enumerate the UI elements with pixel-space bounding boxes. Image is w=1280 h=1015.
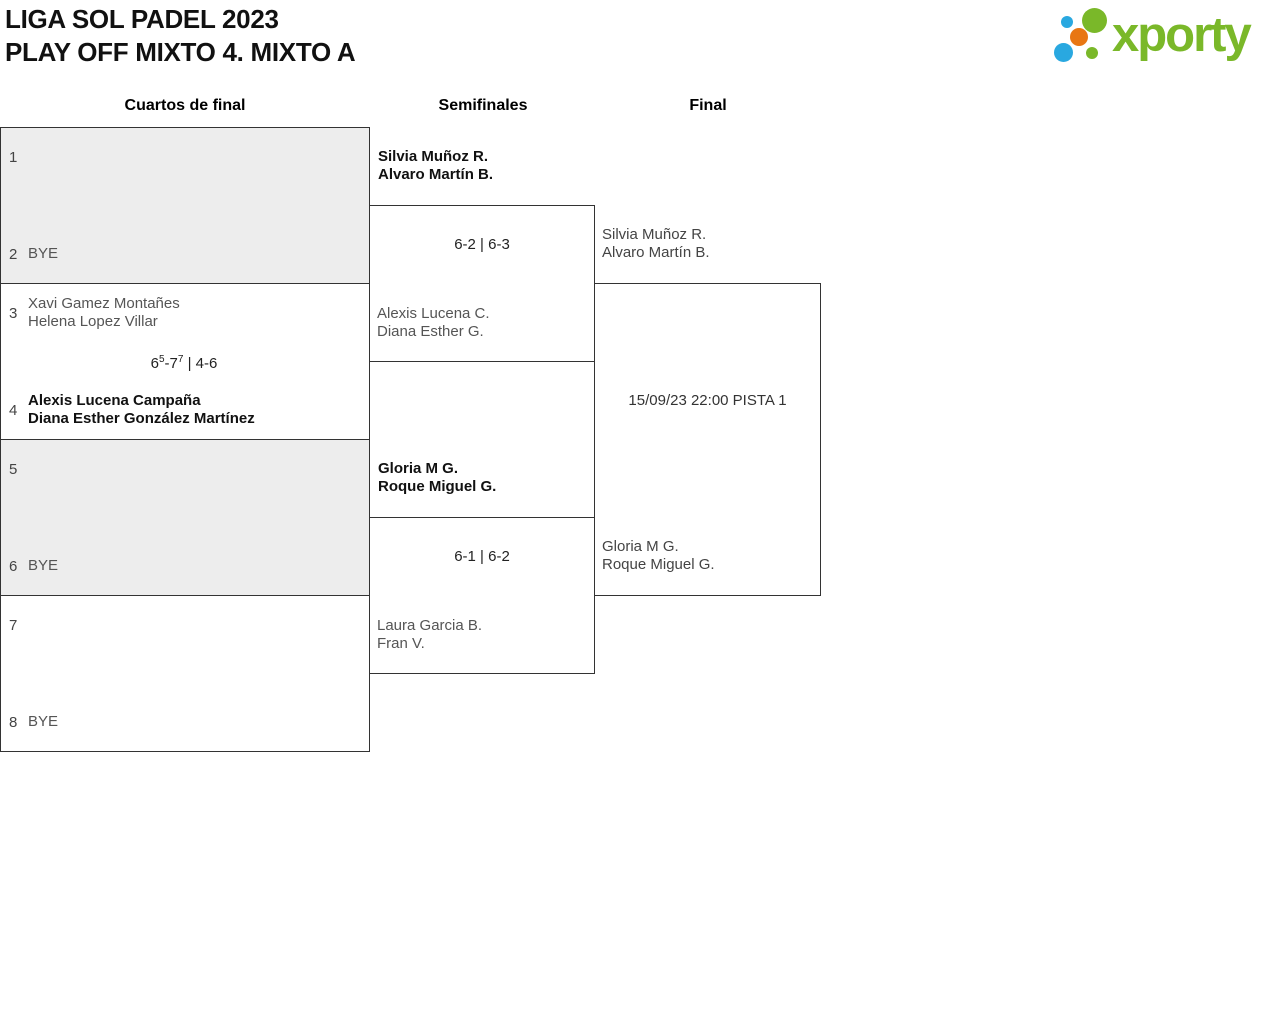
qf-match-4[interactable]: 7 8 BYE [0, 595, 370, 752]
match-score [9, 509, 359, 527]
sf-match-1[interactable]: 6-2 | 6-3 Alexis Lucena C. Diana Esther … [369, 205, 595, 362]
team-slot-bottom: 4 Alexis Lucena Campaña Diana Esther Gon… [9, 392, 359, 428]
match-score: 65-77 | 4-6 [150, 353, 218, 372]
logo-dot-blue-small-icon [1061, 16, 1073, 28]
team-slot-bottom: 8 BYE [9, 704, 359, 740]
match-score [9, 197, 359, 215]
team-slot-top: 3 Xavi Gamez Montañes Helena Lopez Villa… [9, 295, 359, 331]
team-name: Xavi Gamez Montañes Helena Lopez Villar [28, 295, 180, 330]
team-slot-top: 1 [9, 139, 359, 175]
qf-match-3[interactable]: 5 6 BYE [0, 439, 370, 596]
team-name: Laura Garcia B. Fran V. [377, 617, 483, 652]
match-score: 6-1 | 6-2 [454, 548, 510, 565]
seed-number: 7 [9, 616, 18, 634]
team-slot-bottom: 6 BYE [9, 548, 359, 584]
match-score: 6-2 | 6-3 [454, 236, 510, 253]
xporty-logo[interactable]: xporty [1048, 0, 1278, 75]
round-header-final: Final [689, 97, 727, 114]
match-score [9, 665, 359, 683]
qf-match-2[interactable]: 3 Xavi Gamez Montañes Helena Lopez Villa… [0, 283, 370, 440]
logo-wordmark: xporty [1112, 8, 1252, 62]
seed-number: 3 [9, 304, 18, 322]
page-title: LIGA SOL PADEL 2023 PLAY OFF MIXTO 4. MI… [5, 3, 356, 69]
team-name: BYE [28, 245, 59, 262]
logo-dot-orange-icon [1070, 28, 1088, 46]
logo-dot-green-large-icon [1082, 8, 1107, 33]
seed-number: 1 [9, 148, 18, 166]
title-line-1: LIGA SOL PADEL 2023 [5, 4, 279, 34]
sf-match-2[interactable]: 6-1 | 6-2 Laura Garcia B. Fran V. [369, 517, 595, 674]
team-slot-top: 7 [9, 607, 359, 643]
final-team-2: Gloria M G. Roque Miguel G. [602, 538, 715, 573]
logo-dot-green-small-icon [1086, 47, 1098, 59]
team-name: BYE [28, 713, 59, 730]
qf-match-1[interactable]: 1 2 BYE [0, 127, 370, 284]
final-match[interactable]: 15/09/23 22:00 PISTA 1 Gloria M G. Roque… [594, 283, 821, 596]
team-name: BYE [28, 557, 59, 574]
team-name: Alexis Lucena C. Diana Esther G. [377, 305, 490, 340]
team-slot-top: 5 [9, 451, 359, 487]
seed-number: 4 [9, 401, 18, 419]
final-team-1: Silvia Muñoz R. Alvaro Martín B. [602, 226, 710, 261]
team-slot-bottom: 2 BYE [9, 236, 359, 272]
seed-number: 2 [9, 245, 18, 263]
final-match-schedule: 15/09/23 22:00 PISTA 1 [628, 392, 787, 409]
seed-number: 6 [9, 557, 18, 575]
title-line-2: PLAY OFF MIXTO 4. MIXTO A [5, 37, 356, 67]
sf2-winner-team: Gloria M G. Roque Miguel G. [378, 460, 497, 495]
round-header-cuartos: Cuartos de final [124, 97, 246, 114]
seed-number: 8 [9, 713, 18, 731]
team-name-winner: Alexis Lucena Campaña Diana Esther Gonzá… [28, 392, 255, 427]
sf1-winner-team: Silvia Muñoz R. Alvaro Martín B. [378, 148, 494, 183]
logo-dot-blue-large-icon [1054, 43, 1073, 62]
seed-number: 5 [9, 460, 18, 478]
round-header-semifinales: Semifinales [438, 97, 528, 114]
